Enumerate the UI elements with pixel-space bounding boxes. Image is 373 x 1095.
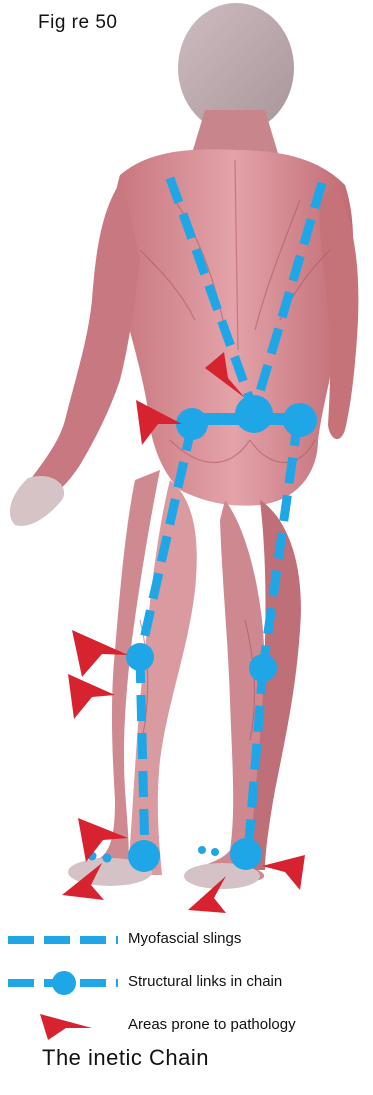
diagram-caption: The inetic Chain xyxy=(42,1045,209,1071)
right-hip-joint xyxy=(283,403,317,437)
legend-row-links: Structural links in chain xyxy=(0,968,373,998)
sacrum-joint xyxy=(235,395,273,433)
arrow-right-heel xyxy=(262,855,305,890)
legend-link-symbol xyxy=(0,968,125,998)
right-knee-joint xyxy=(249,654,277,682)
right-foot-dot-2 xyxy=(211,848,219,856)
right-foot-dot-1 xyxy=(198,846,206,854)
anatomy-diagram xyxy=(0,0,373,915)
legend-label-slings: Myofascial slings xyxy=(128,930,241,947)
left-knee-joint xyxy=(126,643,154,671)
legend-row-pathology: Areas prone to pathology xyxy=(0,1010,373,1040)
legend-arrow-symbol xyxy=(0,1010,125,1040)
right-heel-joint xyxy=(230,838,262,870)
arrow-left-calf xyxy=(68,674,115,719)
left-heel-joint xyxy=(128,840,160,872)
left-foot-dot-2 xyxy=(103,854,112,863)
left-hand xyxy=(10,476,64,526)
legend-label-pathology: Areas prone to pathology xyxy=(128,1016,296,1033)
legend-row-slings: Myofascial slings xyxy=(0,926,373,956)
legend-sling-symbol xyxy=(0,926,125,956)
legend-label-links: Structural links in chain xyxy=(128,973,282,990)
left-arm xyxy=(26,180,140,503)
